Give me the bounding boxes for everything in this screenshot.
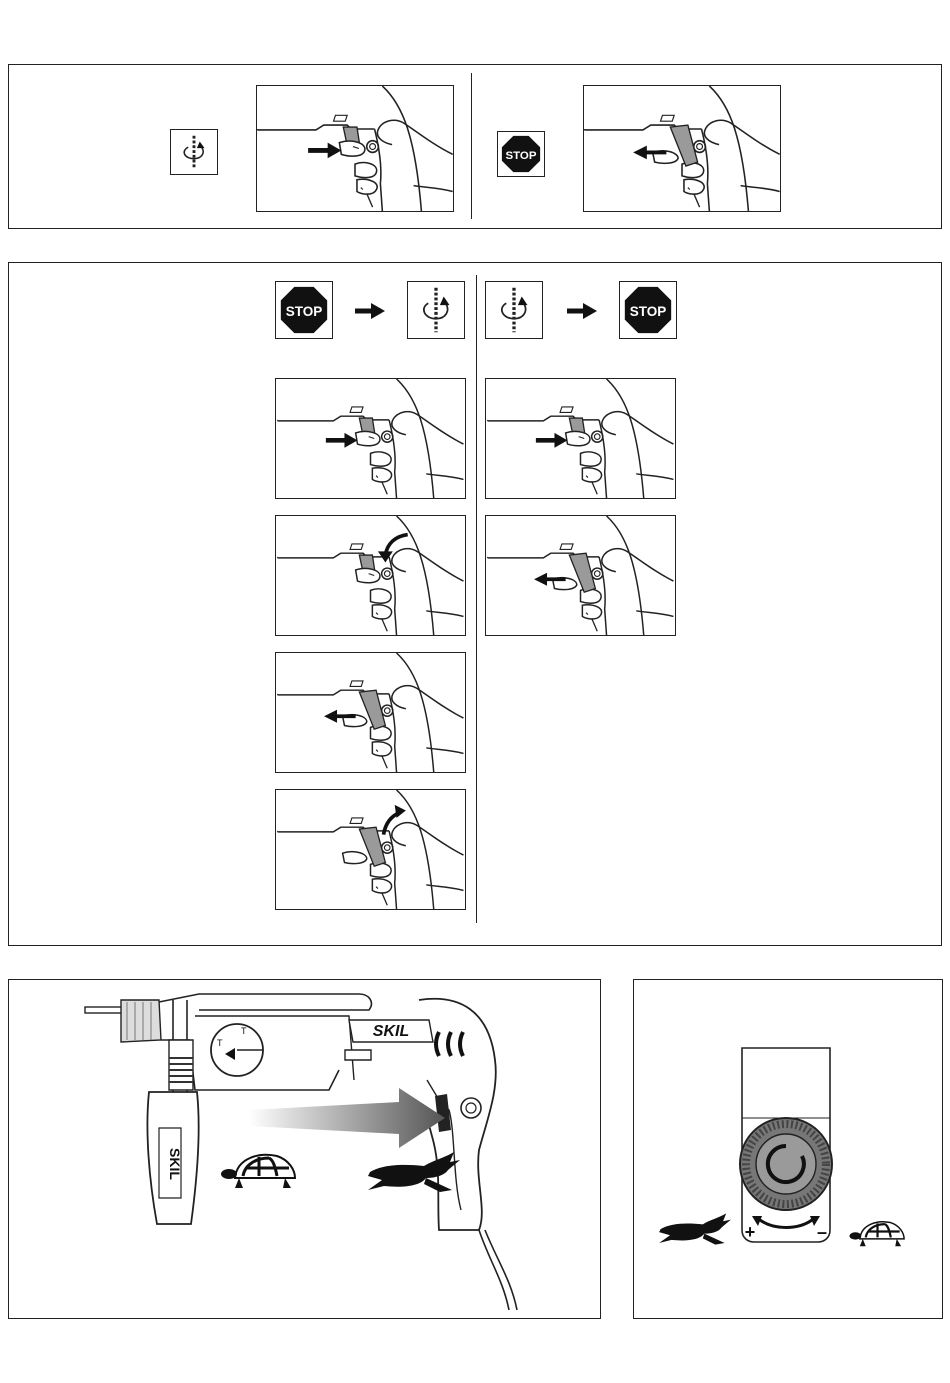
panel-speed-dial: + – bbox=[633, 979, 943, 1319]
rotation-drill-icon bbox=[170, 129, 218, 175]
panel-trigger-basic: STOP bbox=[8, 64, 942, 229]
illustration-lock-step-4 bbox=[275, 789, 466, 910]
illustration-trigger-release bbox=[583, 85, 781, 212]
rotation-drill-icon bbox=[407, 281, 465, 339]
illustration-unlock-step-2 bbox=[485, 515, 676, 636]
divider bbox=[476, 275, 477, 923]
tortoise-icon bbox=[848, 1216, 910, 1250]
stop-label: STOP bbox=[505, 150, 536, 162]
drill-illustration: T T SKIL SKIL bbox=[9, 980, 600, 1318]
brand-logo: SKIL bbox=[373, 1023, 409, 1040]
speed-minus-label: – bbox=[817, 1222, 827, 1242]
stop-sign-icon: STOP bbox=[497, 131, 545, 177]
stop-label: STOP bbox=[286, 304, 323, 319]
illustration-unlock-step-1 bbox=[485, 378, 676, 499]
mode-mark-2: T bbox=[241, 1026, 247, 1036]
arrow-right-icon bbox=[355, 303, 385, 319]
stop-sign-icon: STOP bbox=[619, 281, 677, 339]
illustration-lock-step-1 bbox=[275, 378, 466, 499]
panel-lock-sequence: STOP STOP bbox=[8, 262, 942, 946]
stop-sign-icon: STOP bbox=[275, 281, 333, 339]
arrow-right-icon bbox=[567, 303, 597, 319]
handle-brand: SKIL bbox=[167, 1148, 183, 1180]
mode-mark-1: T bbox=[217, 1038, 223, 1048]
rotation-drill-icon bbox=[485, 281, 543, 339]
divider bbox=[471, 73, 472, 219]
illustration-trigger-press bbox=[256, 85, 454, 212]
panel-drill-speed: T T SKIL SKIL bbox=[8, 979, 601, 1319]
speed-dial-illustration: + – bbox=[634, 980, 942, 1318]
speed-plus-label: + bbox=[745, 1222, 756, 1242]
tortoise-icon bbox=[219, 1148, 303, 1192]
stop-label: STOP bbox=[630, 304, 667, 319]
hare-icon bbox=[656, 1210, 734, 1248]
hare-icon bbox=[364, 1150, 464, 1194]
illustration-lock-step-3 bbox=[275, 652, 466, 773]
illustration-lock-step-2 bbox=[275, 515, 466, 636]
